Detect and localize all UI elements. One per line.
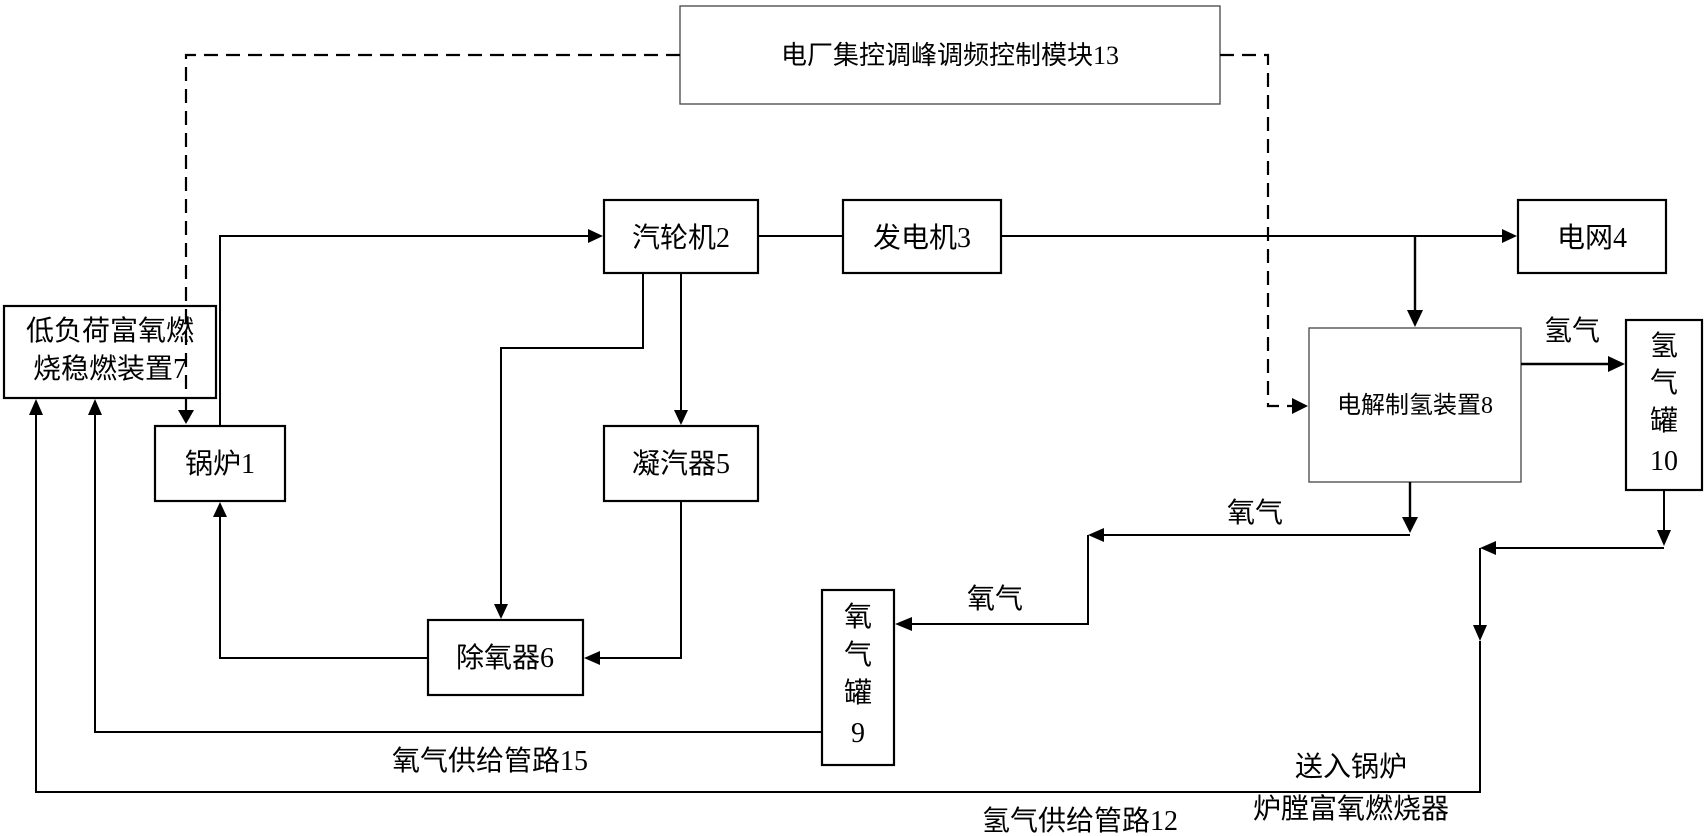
hydrogen-supply-pipeline [35,415,1481,793]
hydrogen-pipeline-label: 氢气供给管路12 [982,805,1178,836]
generator-to-grid-arrowhead [1502,229,1517,243]
oxygen-header-arrowhead [1088,528,1104,542]
oxygen-supply-arrowhead [88,399,102,415]
condenser-label: 凝汽器5 [632,448,730,480]
hydrogen-header-arrowhead [1480,541,1496,555]
steam-water-loop [213,229,1517,665]
control-to-boiler-arrowhead [178,410,194,424]
control-to-boiler-dashed-line [184,53,680,410]
condenser-to-deaerator-line [600,501,682,659]
control-to-electrolysis-arrowhead [1292,398,1308,414]
oxygen-pipeline-label: 氧气供给管路15 [392,745,588,777]
control-signal-lines [178,53,1308,424]
electrolysis-oxygen-outlet-arrowhead [1402,517,1418,533]
oxygen-path: 氧气 氧气 氧气供给管路15 [88,399,1418,777]
generator-label: 发电机3 [873,222,971,254]
oxygen-tank-char-4: 9 [851,718,865,749]
deaerator-to-boiler-arrowhead [213,502,227,517]
boiler-to-turbine-line [219,235,588,426]
hydrogen-path: 氢气 氢气供给管路12 送入锅炉 炉膛富氧燃烧器 [29,315,1671,836]
control-module-label: 电厂集控调峰调频控制模块13 [781,41,1119,70]
generator-node: 发电机3 [841,198,1003,275]
oxygen-supply-pipeline [94,415,822,733]
control-to-electrolysis-dashed-line [1220,53,1292,408]
turbine-label: 汽轮机2 [632,222,730,254]
boiler-to-turbine-arrowhead [588,229,603,243]
combustion-device-node: 低负荷富氧燃 烧稳燃装置7 [2,304,218,400]
deaerator-node: 除氧器6 [426,618,585,697]
oxygen-gas-label-lower: 氧气 [967,583,1023,615]
hydrogen-tank-char-3: 罐 [1650,405,1678,437]
to-boiler-label-line2: 炉膛富氧燃烧器 [1253,793,1449,825]
grid-label: 电网4 [1557,222,1627,254]
deaerator-to-boiler-line [219,517,428,659]
combustion-device-label-line1: 低负荷富氧燃 [26,315,194,347]
hydrogen-gas-label: 氢气 [1544,315,1600,347]
grid-node: 电网4 [1516,198,1668,275]
control-module-node: 电厂集控调峰调频控制模块13 [679,5,1221,105]
boiler-label: 锅炉1 [185,448,255,480]
electrolysis-node: 电解制氢装置8 [1308,327,1522,483]
condenser-node: 凝汽器5 [602,424,760,503]
combustion-device-label-line2: 烧稳燃装置7 [33,353,187,385]
turbine-to-deaerator-line [500,273,644,604]
hydrogen-tank-char-2: 气 [1650,367,1678,399]
electrolysis-label: 电解制氢装置8 [1337,392,1493,419]
to-boiler-label-line1: 送入锅炉 [1295,751,1407,783]
hydrogen-tank-outlet-arrowhead [1657,530,1671,546]
hydrogen-supply-arrowhead [29,399,43,415]
oxygen-to-tank-arrowhead [895,617,912,631]
hydrogen-tank-node: 氢 气 罐 10 [1624,318,1704,492]
condenser-to-deaerator-arrowhead [584,651,600,665]
turbine-node: 汽轮机2 [602,198,760,275]
oxygen-tank-char-3: 罐 [844,677,872,709]
electrolysis-to-hydrogen-tank-arrowhead [1608,356,1625,372]
grid-to-electrolysis-arrowhead [1407,310,1423,327]
hydrogen-downcomer-arrowhead [1473,625,1487,641]
deaerator-label: 除氧器6 [456,642,554,674]
oxygen-tank-char-1: 氧 [844,601,872,633]
boiler-node: 锅炉1 [153,424,287,503]
turbine-to-deaerator-arrowhead [494,604,508,619]
hydrogen-tank-char-4: 10 [1650,446,1678,477]
oxygen-tank-node: 氧 气 罐 9 [820,588,896,767]
turbine-to-condenser-arrowhead [674,410,688,425]
oxygen-gas-label-upper: 氧气 [1227,497,1283,529]
oxygen-to-tank-line [912,535,1089,625]
oxygen-tank-char-2: 气 [844,639,872,671]
hydrogen-tank-char-1: 氢 [1650,330,1678,362]
